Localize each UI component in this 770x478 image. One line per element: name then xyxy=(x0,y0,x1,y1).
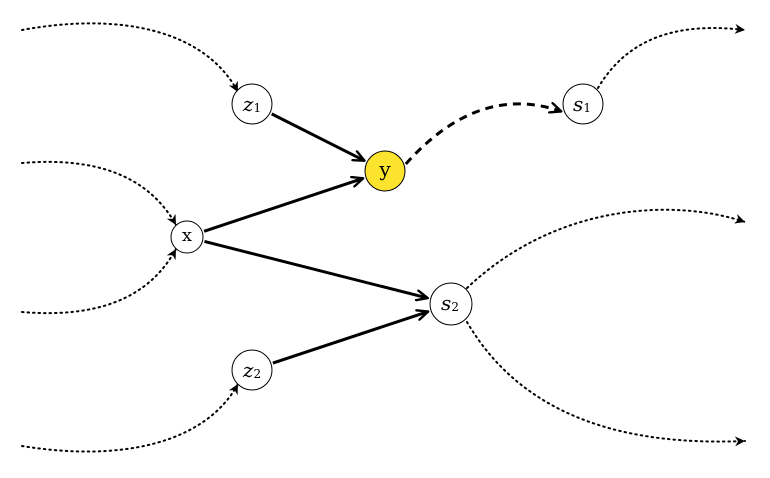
node-label: z1 xyxy=(242,92,261,116)
node-circle xyxy=(231,349,273,391)
edge-x-to-y xyxy=(203,178,363,233)
node-label-sub: 1 xyxy=(583,101,591,115)
edge-dotted-in-z2 xyxy=(21,383,239,453)
edge-dotted-out-s2-top xyxy=(466,208,746,289)
main-edges xyxy=(203,104,561,365)
external-edges xyxy=(21,22,746,453)
node-label-main: s xyxy=(573,92,583,116)
node-x: x xyxy=(170,220,204,254)
node-label: x xyxy=(182,225,192,246)
edge-dotted-out-s2-bottom xyxy=(466,321,746,447)
node-circle xyxy=(231,83,273,125)
node-label-main: z xyxy=(242,92,254,116)
edge-x-to-s2 xyxy=(204,239,427,298)
node-z2: z2 xyxy=(231,349,273,391)
edge-dotted-in-x-top xyxy=(21,160,177,226)
node-label-main: x xyxy=(182,225,192,246)
node-y: y xyxy=(364,150,406,192)
node-s1: s1 xyxy=(562,83,604,125)
edge-dotted-out-s1 xyxy=(597,23,746,89)
node-label-sub: 1 xyxy=(253,101,261,115)
node-circle xyxy=(170,220,204,254)
node-circle xyxy=(364,150,406,192)
edge-dotted-in-x-bottom xyxy=(21,248,177,315)
edge-z1-to-y xyxy=(270,112,365,162)
node-circle xyxy=(429,282,473,326)
node-label-sub: 2 xyxy=(451,300,459,314)
edge-z2-to-s2 xyxy=(272,312,428,365)
node-circle xyxy=(562,83,604,125)
node-label: s1 xyxy=(573,92,591,116)
edge-y-to-s1 xyxy=(404,104,561,165)
node-label: s2 xyxy=(441,291,459,315)
node-label: y xyxy=(378,157,391,181)
node-label: z2 xyxy=(242,358,261,382)
node-s2: s2 xyxy=(429,282,473,326)
edge-dotted-in-z1 xyxy=(21,22,239,93)
node-label-sub: 2 xyxy=(253,367,261,381)
node-label-main: z xyxy=(242,358,254,382)
node-label-main: s xyxy=(441,291,451,315)
node-z1: z1 xyxy=(231,83,273,125)
node-label-main: y xyxy=(378,157,391,181)
